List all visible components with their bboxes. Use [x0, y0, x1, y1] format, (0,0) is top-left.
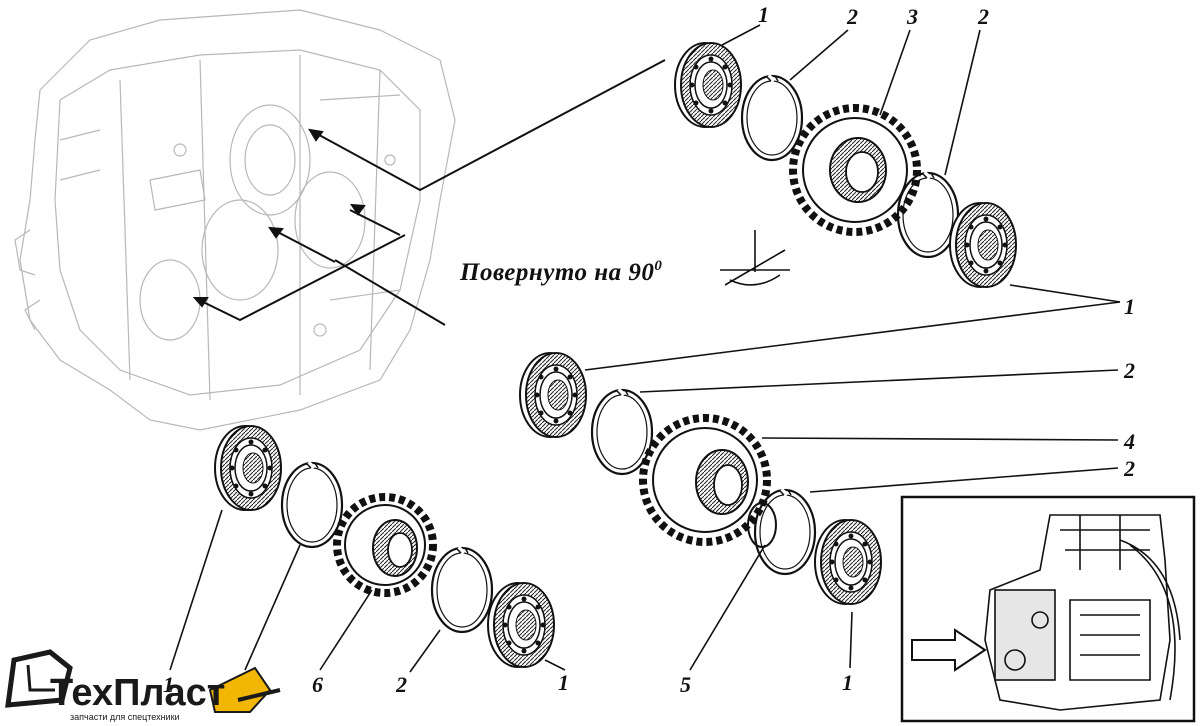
rotation-symbol: [720, 230, 790, 286]
rotation-note-text: Повернуто на 90: [459, 259, 654, 286]
gear-mid-4: [639, 414, 771, 546]
bearing-mid-1: [519, 352, 587, 438]
label-mid-gear: 4: [1123, 429, 1135, 454]
left-assembly: [214, 425, 555, 668]
label-right-bearing: 1: [842, 670, 853, 695]
bearing-top-1b: [949, 202, 1017, 288]
gearbox-housing-sketch: [14, 9, 456, 431]
rotation-note: Повернуто на 900: [459, 230, 790, 286]
loader-icon: [5, 649, 281, 713]
label-top-ring: 2: [846, 4, 858, 29]
leader-lines: [169, 24, 1121, 673]
label-top-bearing: 1: [758, 2, 769, 27]
label-snap-ring: 5: [680, 672, 691, 697]
top-assembly: [674, 42, 1017, 288]
location-arrow-icon: [911, 628, 987, 672]
svg-text:Повернуто на 900: Повернуто на 900: [459, 258, 662, 286]
label-bearing-group: 1: [1124, 294, 1135, 319]
label-left-bearing: 1: [163, 672, 174, 697]
label-left-bearing-b: 1: [558, 670, 569, 695]
engine-sketch: [984, 514, 1181, 711]
logo-name: ТехПласт: [50, 672, 225, 714]
label-top-ring-b: 2: [977, 4, 989, 29]
middle-assembly: [519, 352, 882, 605]
label-mid-ring-b: 2: [1123, 456, 1135, 481]
bearing-top-1: [674, 42, 742, 128]
logo-tagline: запчасти для спецтехники: [70, 712, 180, 722]
gear-left-6: [333, 493, 437, 597]
assembly-arrows: [192, 59, 666, 326]
ring-left-2b: [432, 548, 492, 632]
brand-logo: ТехПласт запчасти для спецтехники: [5, 649, 281, 722]
ring-mid-2b: [755, 490, 815, 574]
ring-top-2b: [898, 173, 958, 257]
rotation-note-degree: 0: [654, 258, 662, 274]
gear-top-3: [789, 104, 921, 236]
label-mid-ring: 2: [1123, 358, 1135, 383]
bearing-left-1: [214, 425, 282, 511]
label-top-gear: 3: [906, 4, 918, 29]
location-inset: [900, 495, 1196, 723]
snap-ring-5: [747, 502, 777, 548]
label-left-gear: 6: [312, 672, 323, 697]
bearing-left-1b: [487, 582, 555, 668]
label-left-ring-b: 2: [395, 672, 407, 697]
bearing-mid-1b: [814, 519, 882, 605]
ring-left-2: [282, 463, 342, 547]
ring-top-2: [742, 76, 802, 160]
